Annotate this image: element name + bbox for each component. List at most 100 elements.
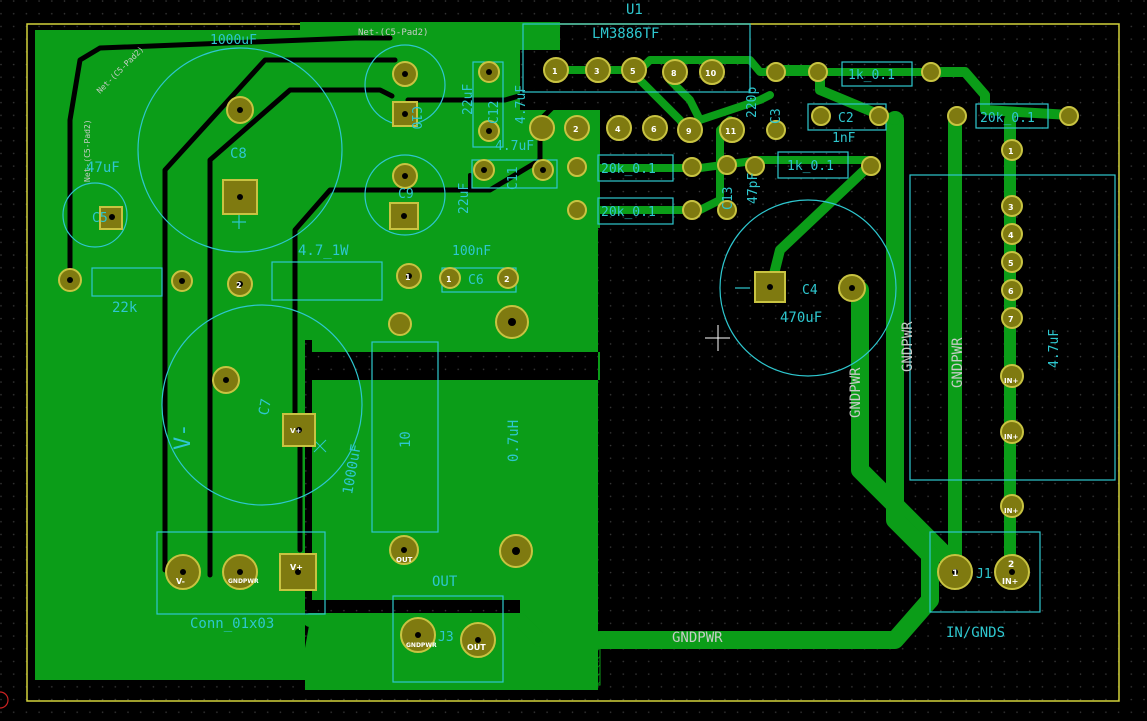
pad-j-inplus-a (1000, 364, 1024, 388)
pad-num-u1-1: 1 (552, 67, 558, 76)
pad-c6-2 (497, 267, 519, 289)
cap-47-right-label: 4.7uF (1047, 329, 1062, 368)
pad-num-j1-1: 1 (952, 569, 958, 579)
pad-r1k-top-1 (808, 62, 828, 82)
pad-c2-1 (811, 106, 831, 126)
r1k-mid-value-label: 1k_0.1 (787, 159, 834, 174)
c6-ref-label: C6 (468, 273, 484, 288)
pad-num-r47-2: 2 (236, 281, 242, 290)
c8-ref-label: C8 (230, 146, 247, 162)
silkscreen-outlines (62, 23, 1116, 683)
pad-num-c6-2: 2 (504, 275, 510, 284)
pad-r20kb-2 (682, 200, 702, 220)
pad-j-inplus-c (1000, 494, 1024, 518)
pad-num-u1-6: 6 (651, 125, 657, 134)
pad-label-inplus-c: IN+ (1004, 507, 1018, 515)
pad-u1-4 (606, 115, 632, 141)
pad-j-a6 (1001, 279, 1023, 301)
r47-value-label: 4.7_1W (298, 243, 349, 259)
pad-label-out-l: OUT (396, 556, 413, 564)
c5-value-label: 47uF (86, 160, 120, 176)
c7-ref-label: C7 (256, 397, 275, 416)
pad-c2-2 (869, 106, 889, 126)
r20k-a-value-label: 20k_0.1 (601, 162, 656, 177)
pad-num-j-a1: 1 (1008, 147, 1014, 156)
gndpwr-bottom-label: GNDPWR (672, 630, 723, 646)
pad-num-j1-2: 2 (1008, 560, 1014, 570)
pad-j-a7 (1001, 307, 1023, 329)
j1-value-label: IN/GNDS (946, 625, 1005, 641)
pad-j-a4 (1001, 223, 1023, 245)
c12-ref-label: C12 (487, 101, 502, 124)
pad-num-u1-3: 3 (594, 67, 600, 76)
c9-ref-label: C9 (398, 187, 414, 202)
c4-value-label: 470uF (780, 310, 822, 326)
pad-u1-10 (699, 59, 725, 85)
r20k-right-value-label: 20k_0.1 (980, 111, 1035, 126)
j1-ref-label: J1 (976, 567, 992, 582)
pad-j-a3 (1001, 195, 1023, 217)
pad-num-j-a6: 6 (1008, 287, 1014, 296)
pad-num-u1-8: 8 (671, 69, 677, 78)
pad-j-a1 (1001, 139, 1023, 161)
pad-c8-1 (222, 179, 258, 215)
c11-value-label: 22uF (457, 183, 472, 214)
net-c5-pad2-top: Net-(C5-Pad2) (358, 28, 428, 38)
pad-r20ka-1 (567, 157, 587, 177)
silkscreen-labels: 1000uF C8 47uF C5 22k C10 C9 22uF C12 22… (86, 2, 1062, 645)
gndpwr-vertical-2: GNDPWR (900, 321, 916, 372)
pad-r1k-mid-2 (861, 156, 881, 176)
origin-marker (0, 691, 9, 709)
pad-u1-6 (642, 115, 668, 141)
pad-c13b-1 (717, 155, 737, 175)
pad-num-j-a3: 3 (1008, 203, 1014, 212)
pad-u1-1 (543, 57, 569, 83)
pad-num-j-a5: 5 (1008, 259, 1014, 268)
pad-label-gndpwr-j2: GNDPWR (228, 578, 259, 585)
pad-c13-1 (529, 115, 555, 141)
c11-ref-label: C11 (506, 167, 521, 190)
inductance-label: 0.7uH (506, 420, 522, 462)
pad-label-vplus-j2: V+ (290, 563, 303, 572)
pad-num-j-a7: 7 (1008, 315, 1014, 324)
pad-label-gndpwr-j3: GNDPWR (406, 642, 437, 649)
pad-l-2 (388, 312, 412, 336)
pads (58, 57, 1079, 658)
u1-value-label: LM3886TF (592, 26, 659, 42)
c2-value-label: 1nF (832, 131, 856, 146)
c3-ref-label: C3 (769, 108, 784, 124)
pad-labels: V- GNDPWR V+ V+ GNDPWR OUT OUT IN+ IN+ I… (176, 67, 1018, 652)
u1-ref-label: U1 (626, 2, 643, 18)
r20k-b-value-label: 20k_0.1 (601, 205, 656, 220)
pad-r20k-right-1 (947, 106, 967, 126)
j3-ref-label: J3 (438, 630, 454, 645)
pad-num-u1-9: 9 (686, 127, 692, 136)
c8-value-label: 1000uF (210, 33, 257, 48)
c5-ref-label: C5 (92, 211, 108, 226)
pad-r20k-right-2 (1059, 106, 1079, 126)
r1k-top-value-label: 1k_0.1 (848, 68, 895, 83)
c2-ref-label: C2 (838, 111, 854, 126)
pad-u1-3 (585, 57, 611, 83)
pad-u1-8 (662, 59, 688, 85)
c13-value-label: 4.7uF (514, 85, 529, 124)
v-minus-label: V- (171, 424, 196, 451)
pad-label-inplus-b: IN+ (1004, 433, 1018, 441)
c13-ref-label: C13 (721, 187, 736, 210)
c4-ref-label: C4 (802, 283, 818, 298)
pad-label-inplus-j1: IN+ (1002, 577, 1018, 586)
j2-value-label: Conn_01x03 (190, 616, 274, 632)
pad-num-u1-2: 2 (573, 125, 579, 134)
pad-num-u1-4: 4 (615, 125, 621, 134)
gndpwr-vertical-3: GNDPWR (950, 337, 966, 388)
out-label: OUT (432, 574, 458, 590)
pad-label-inplus-a: IN+ (1004, 377, 1018, 385)
pad-r20kb-1 (567, 200, 587, 220)
pad-c3-2 (766, 120, 786, 140)
c3-value-label: 220p (745, 87, 760, 118)
pad-j-a5 (1001, 251, 1023, 273)
c11b-value-label: 4.7uF (495, 139, 534, 154)
pad-c6-1 (439, 267, 461, 289)
c12-value-label: 22uF (461, 84, 476, 115)
